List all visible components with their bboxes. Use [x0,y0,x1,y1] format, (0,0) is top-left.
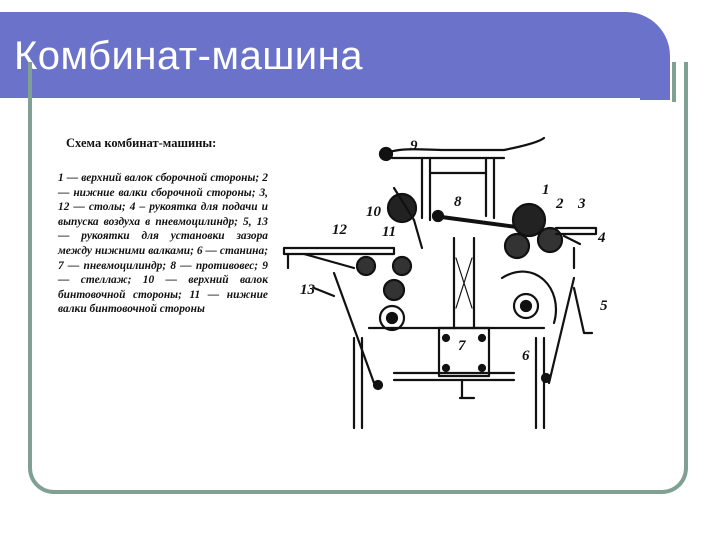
label-5: 5 [600,298,608,314]
label-2: 2 [555,196,564,212]
label-3: 3 [577,196,586,212]
label-10: 10 [366,204,382,220]
diagram-legend: Схема комбинат-машины: 1 — верхний валок… [58,136,268,317]
content-frame-edge [672,62,676,102]
label-9: 9 [410,138,418,154]
legend-text: 1 — верхний валок сборочной стороны; 2 —… [58,172,268,316]
title-underline [0,98,640,100]
label-8: 8 [454,194,462,210]
label-13: 13 [300,282,316,298]
combine-machine-diagram: 9 8 1 2 3 10 4 12 11 13 5 7 6 [282,136,608,430]
label-4: 4 [597,230,606,246]
label-7: 7 [458,338,466,354]
content-frame [28,62,688,494]
label-1: 1 [542,182,550,198]
label-6: 6 [522,348,530,364]
slide-title: Комбинат-машина [14,34,363,78]
label-12: 12 [332,222,348,238]
label-11: 11 [382,224,396,240]
title-band [0,12,670,100]
legend-heading: Схема комбинат-машины: [66,136,217,150]
